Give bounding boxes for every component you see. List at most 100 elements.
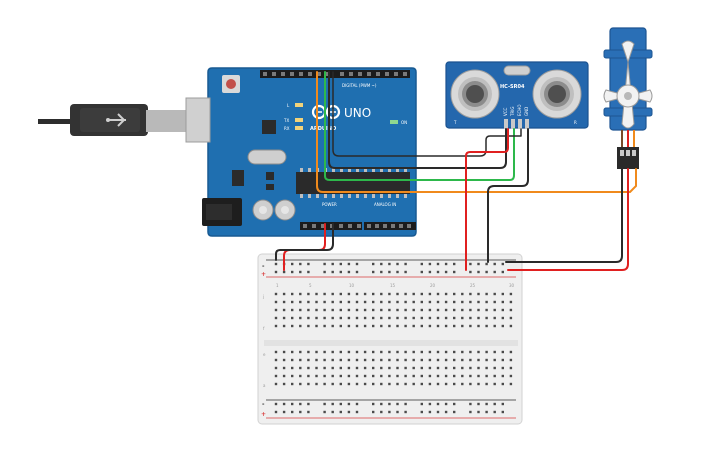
breadboard-hole[interactable] <box>428 374 432 378</box>
breadboard-hole[interactable] <box>388 366 391 370</box>
breadboard-hole[interactable] <box>363 358 367 362</box>
breadboard-hole[interactable] <box>436 366 440 370</box>
breadboard-hole[interactable] <box>372 402 375 406</box>
breadboard-hole[interactable] <box>388 292 391 296</box>
breadboard-hole[interactable] <box>404 308 407 312</box>
breadboard-hole[interactable] <box>363 292 367 296</box>
breadboard-hole[interactable] <box>420 350 423 354</box>
breadboard-hole[interactable] <box>404 350 407 354</box>
breadboard-hole[interactable] <box>428 270 432 274</box>
breadboard-hole[interactable] <box>274 350 278 354</box>
breadboard-hole[interactable] <box>461 300 464 304</box>
breadboard-hole[interactable] <box>453 262 456 266</box>
breadboard-hole[interactable] <box>339 350 342 354</box>
breadboard-hole[interactable] <box>461 316 464 320</box>
breadboard-hole[interactable] <box>461 358 464 362</box>
breadboard-hole[interactable] <box>428 308 432 312</box>
breadboard-hole[interactable] <box>282 358 286 362</box>
breadboard-hole[interactable] <box>355 308 359 312</box>
breadboard-hole[interactable] <box>428 382 432 386</box>
breadboard-hole[interactable] <box>477 374 480 378</box>
breadboard-hole[interactable] <box>444 358 448 362</box>
breadboard-hole[interactable] <box>291 382 294 386</box>
breadboard-hole[interactable] <box>380 366 383 370</box>
breadboard-hole[interactable] <box>428 402 432 406</box>
breadboard-hole[interactable] <box>396 324 399 328</box>
breadboard-hole[interactable] <box>307 308 310 312</box>
breadboard-hole[interactable] <box>388 358 391 362</box>
breadboard-hole[interactable] <box>307 324 310 328</box>
breadboard-hole[interactable] <box>420 366 423 370</box>
breadboard-hole[interactable] <box>493 358 496 362</box>
breadboard-hole[interactable] <box>509 308 513 312</box>
breadboard-hole[interactable] <box>501 350 504 354</box>
breadboard-hole[interactable] <box>509 374 513 378</box>
breadboard-hole[interactable] <box>501 270 504 274</box>
breadboard-hole[interactable] <box>420 262 423 266</box>
breadboard-hole[interactable] <box>420 308 423 312</box>
breadboard-hole[interactable] <box>485 308 488 312</box>
breadboard-hole[interactable] <box>372 270 375 274</box>
breadboard-hole[interactable] <box>461 324 464 328</box>
breadboard-hole[interactable] <box>453 358 456 362</box>
breadboard-hole[interactable] <box>331 324 334 328</box>
breadboard-hole[interactable] <box>347 262 351 266</box>
breadboard-hole[interactable] <box>299 292 302 296</box>
breadboard-hole[interactable] <box>453 270 456 274</box>
breadboard-hole[interactable] <box>355 316 359 320</box>
breadboard-hole[interactable] <box>307 402 310 406</box>
breadboard-hole[interactable] <box>363 300 367 304</box>
breadboard-hole[interactable] <box>469 374 472 378</box>
breadboard-hole[interactable] <box>412 374 415 378</box>
breadboard-hole[interactable] <box>291 366 294 370</box>
breadboard-hole[interactable] <box>404 270 407 274</box>
breadboard-hole[interactable] <box>444 374 448 378</box>
breadboard-hole[interactable] <box>412 382 415 386</box>
breadboard-hole[interactable] <box>323 324 326 328</box>
breadboard-hole[interactable] <box>428 324 432 328</box>
breadboard-hole[interactable] <box>307 374 310 378</box>
breadboard-hole[interactable] <box>299 270 302 274</box>
breadboard-hole[interactable] <box>444 366 448 370</box>
breadboard-hole[interactable] <box>331 262 334 266</box>
breadboard-hole[interactable] <box>493 300 496 304</box>
breadboard-hole[interactable] <box>436 300 440 304</box>
breadboard-hole[interactable] <box>291 374 294 378</box>
breadboard-hole[interactable] <box>282 300 286 304</box>
breadboard-hole[interactable] <box>339 410 342 414</box>
breadboard-hole[interactable] <box>404 262 407 266</box>
breadboard-hole[interactable] <box>291 402 294 406</box>
breadboard-hole[interactable] <box>315 300 318 304</box>
breadboard-hole[interactable] <box>404 382 407 386</box>
breadboard-hole[interactable] <box>501 324 504 328</box>
breadboard-hole[interactable] <box>380 402 383 406</box>
breadboard-hole[interactable] <box>299 324 302 328</box>
breadboard-hole[interactable] <box>380 270 383 274</box>
breadboard-hole[interactable] <box>477 402 480 406</box>
breadboard-hole[interactable] <box>380 292 383 296</box>
breadboard-hole[interactable] <box>291 270 294 274</box>
breadboard-hole[interactable] <box>509 366 513 370</box>
breadboard-hole[interactable] <box>339 262 342 266</box>
breadboard-hole[interactable] <box>299 402 302 406</box>
breadboard-hole[interactable] <box>501 292 504 296</box>
breadboard-hole[interactable] <box>404 316 407 320</box>
breadboard-hole[interactable] <box>274 270 278 274</box>
breadboard-hole[interactable] <box>339 270 342 274</box>
breadboard-hole[interactable] <box>323 402 326 406</box>
breadboard-hole[interactable] <box>485 402 488 406</box>
breadboard-hole[interactable] <box>477 300 480 304</box>
breadboard-hole[interactable] <box>428 300 432 304</box>
breadboard-hole[interactable] <box>274 366 278 370</box>
breadboard-hole[interactable] <box>339 382 342 386</box>
breadboard-hole[interactable] <box>469 324 472 328</box>
breadboard-hole[interactable] <box>477 316 480 320</box>
breadboard-hole[interactable] <box>372 366 375 370</box>
breadboard-hole[interactable] <box>485 366 488 370</box>
breadboard-hole[interactable] <box>477 324 480 328</box>
breadboard-hole[interactable] <box>469 350 472 354</box>
breadboard-hole[interactable] <box>436 402 440 406</box>
breadboard-hole[interactable] <box>420 292 423 296</box>
breadboard-hole[interactable] <box>372 358 375 362</box>
breadboard-hole[interactable] <box>315 374 318 378</box>
